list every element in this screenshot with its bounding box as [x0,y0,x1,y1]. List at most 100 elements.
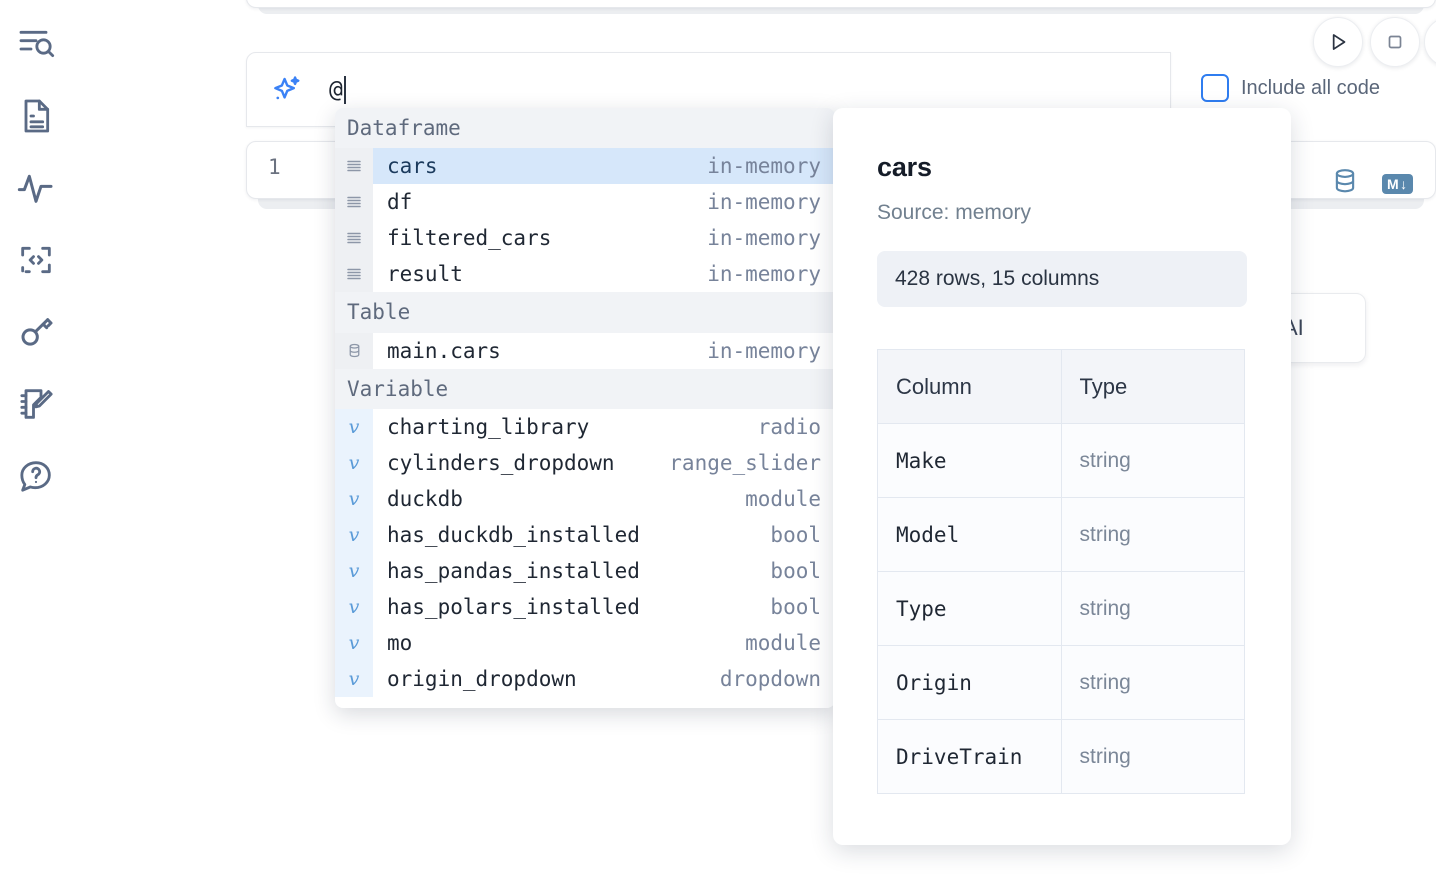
include-all-code-checkbox[interactable] [1201,74,1229,102]
autocomplete-item-meta: in-memory [707,338,821,363]
schema-column-type: string [1060,571,1245,646]
schema-column-type: string [1060,719,1245,794]
autocomplete-item-name: has_duckdb_installed [387,523,640,548]
schema-column-name: DriveTrain [877,719,1062,794]
line-number: 1 [268,155,281,179]
schema-column-type: string [1060,645,1245,720]
autocomplete-item[interactable]: cars in-memory [335,148,835,185]
schema-type-header: Type [1060,349,1245,424]
explorer-search-icon[interactable] [12,18,60,70]
stop-button[interactable] [1370,17,1420,67]
schema-column-name: Model [877,497,1062,572]
markdown-badge-letter: M [1387,175,1400,192]
ai-prompt-value: @ [329,76,344,103]
autocomplete-item-name: main.cars [387,338,501,363]
include-all-code-toggle[interactable]: Include all code [1201,74,1380,102]
autocomplete-item-meta: bool [770,559,821,584]
autocomplete-item-name: cylinders_dropdown [387,451,615,476]
dataframe-icon [335,184,373,221]
autocomplete-item-name: mo [387,631,413,656]
autocomplete-item-name: cars [387,154,438,179]
variable-icon: v [335,589,373,626]
autocomplete-item[interactable]: v has_pandas_installed bool [335,553,835,590]
top-partial-cell [246,0,1436,8]
autocomplete-item[interactable]: df in-memory [335,184,835,221]
markdown-badge-arrow: ↓ [1400,175,1408,192]
autocomplete-item[interactable]: result in-memory [335,256,835,293]
autocomplete-item-name: result [387,262,463,287]
more-actions-button[interactable] [1424,17,1436,67]
schema-column-name: Type [877,571,1062,646]
autocomplete-item-meta: in-memory [707,262,821,287]
autocomplete-item-name: df [387,190,413,215]
schema-column-type: string [1060,423,1245,498]
autocomplete-section-header: Variable [335,368,835,410]
variable-icon: v [335,661,373,698]
autocomplete-item-meta: bool [770,595,821,620]
variable-icon: v [335,409,373,446]
run-button[interactable] [1313,17,1363,67]
table-database-icon [335,332,373,369]
schema-column-header: Column [877,349,1062,424]
variable-icon: v [335,445,373,482]
ai-prompt-input[interactable]: @ [329,70,347,110]
variable-icon: v [335,481,373,518]
left-sidebar [0,0,72,874]
autocomplete-section-header: Table [335,292,835,333]
autocomplete-item-meta: range_slider [669,451,821,476]
autocomplete-item-meta: in-memory [707,190,821,215]
autocomplete-item-name: duckdb [387,487,463,512]
schema-column-name: Make [877,423,1062,498]
autocomplete-item-name: filtered_cars [387,226,552,251]
detail-panel: cars Source: memory 428 rows, 15 columns… [833,108,1291,845]
variable-icon: v [335,553,373,590]
detail-title: cars [877,152,932,182]
schema-table-header-row: Column Type [877,349,1245,424]
autocomplete-item-meta: bool [770,523,821,548]
autocomplete-item-name: charting_library [387,415,590,440]
notebook-edit-icon[interactable] [12,378,60,430]
autocomplete-dropdown[interactable]: Dataframe cars in-memory df in-memory filtere… [335,108,835,708]
autocomplete-item[interactable]: main.cars in-memory [335,332,835,369]
autocomplete-section-header: Dataframe [335,108,835,149]
help-chat-icon[interactable] [12,450,60,502]
schema-column-type: string [1060,497,1245,572]
top-cell-shadow [258,4,1424,14]
dataframe-icon [335,256,373,293]
detail-source: Source: memory [877,201,1032,224]
activity-icon[interactable] [12,162,60,214]
document-icon[interactable] [12,90,60,142]
autocomplete-item[interactable]: v charting_library radio [335,409,835,446]
autocomplete-item-name: origin_dropdown [387,667,577,692]
autocomplete-item[interactable]: v cylinders_dropdown range_slider [335,445,835,482]
dataframe-icon [335,148,373,185]
autocomplete-item-name: has_polars_installed [387,595,640,620]
include-all-code-label: Include all code [1241,76,1380,99]
sparkle-icon [269,73,303,107]
autocomplete-item-name: has_pandas_installed [387,559,640,584]
cell-toolbar: M↓ [1330,166,1413,201]
database-icon[interactable] [1330,166,1360,201]
autocomplete-item-meta: in-memory [707,154,821,179]
code-snippet-icon[interactable] [12,234,60,286]
autocomplete-item[interactable]: v has_polars_installed bool [335,589,835,626]
key-icon[interactable] [12,306,60,358]
autocomplete-item-meta: module [745,487,821,512]
autocomplete-item-meta: radio [757,415,821,440]
schema-column-name: Origin [877,645,1062,720]
markdown-badge[interactable]: M↓ [1382,173,1413,194]
autocomplete-item-meta: module [745,631,821,656]
detail-stats-badge: 428 rows, 15 columns [877,251,1247,307]
